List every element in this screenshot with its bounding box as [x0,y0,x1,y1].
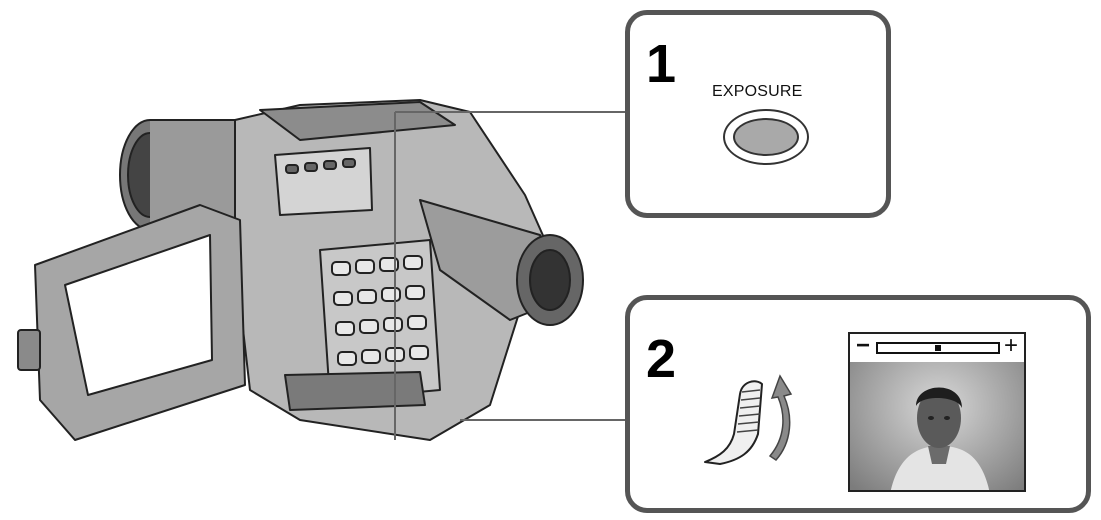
meter-track [876,342,1000,354]
camcorder-illustration [17,99,628,441]
meter-indicator [935,345,941,351]
exposure-button-label: EXPOSURE [712,83,803,100]
exposure-meter: − + [850,332,1024,362]
step-2-number: 2 [646,329,677,389]
step-1-callout: 1 EXPOSURE [625,10,891,218]
step-2-callout: 2 [625,295,1091,513]
control-dial-icon[interactable] [700,364,800,474]
meter-minus-symbol: − [856,332,871,359]
lcd-preview: − + [848,332,1026,492]
meter-plus-symbol: + [1004,332,1019,359]
step-1-number: 1 [646,34,677,94]
exposure-button[interactable] [723,109,809,165]
exposure-button-cap [733,118,799,156]
